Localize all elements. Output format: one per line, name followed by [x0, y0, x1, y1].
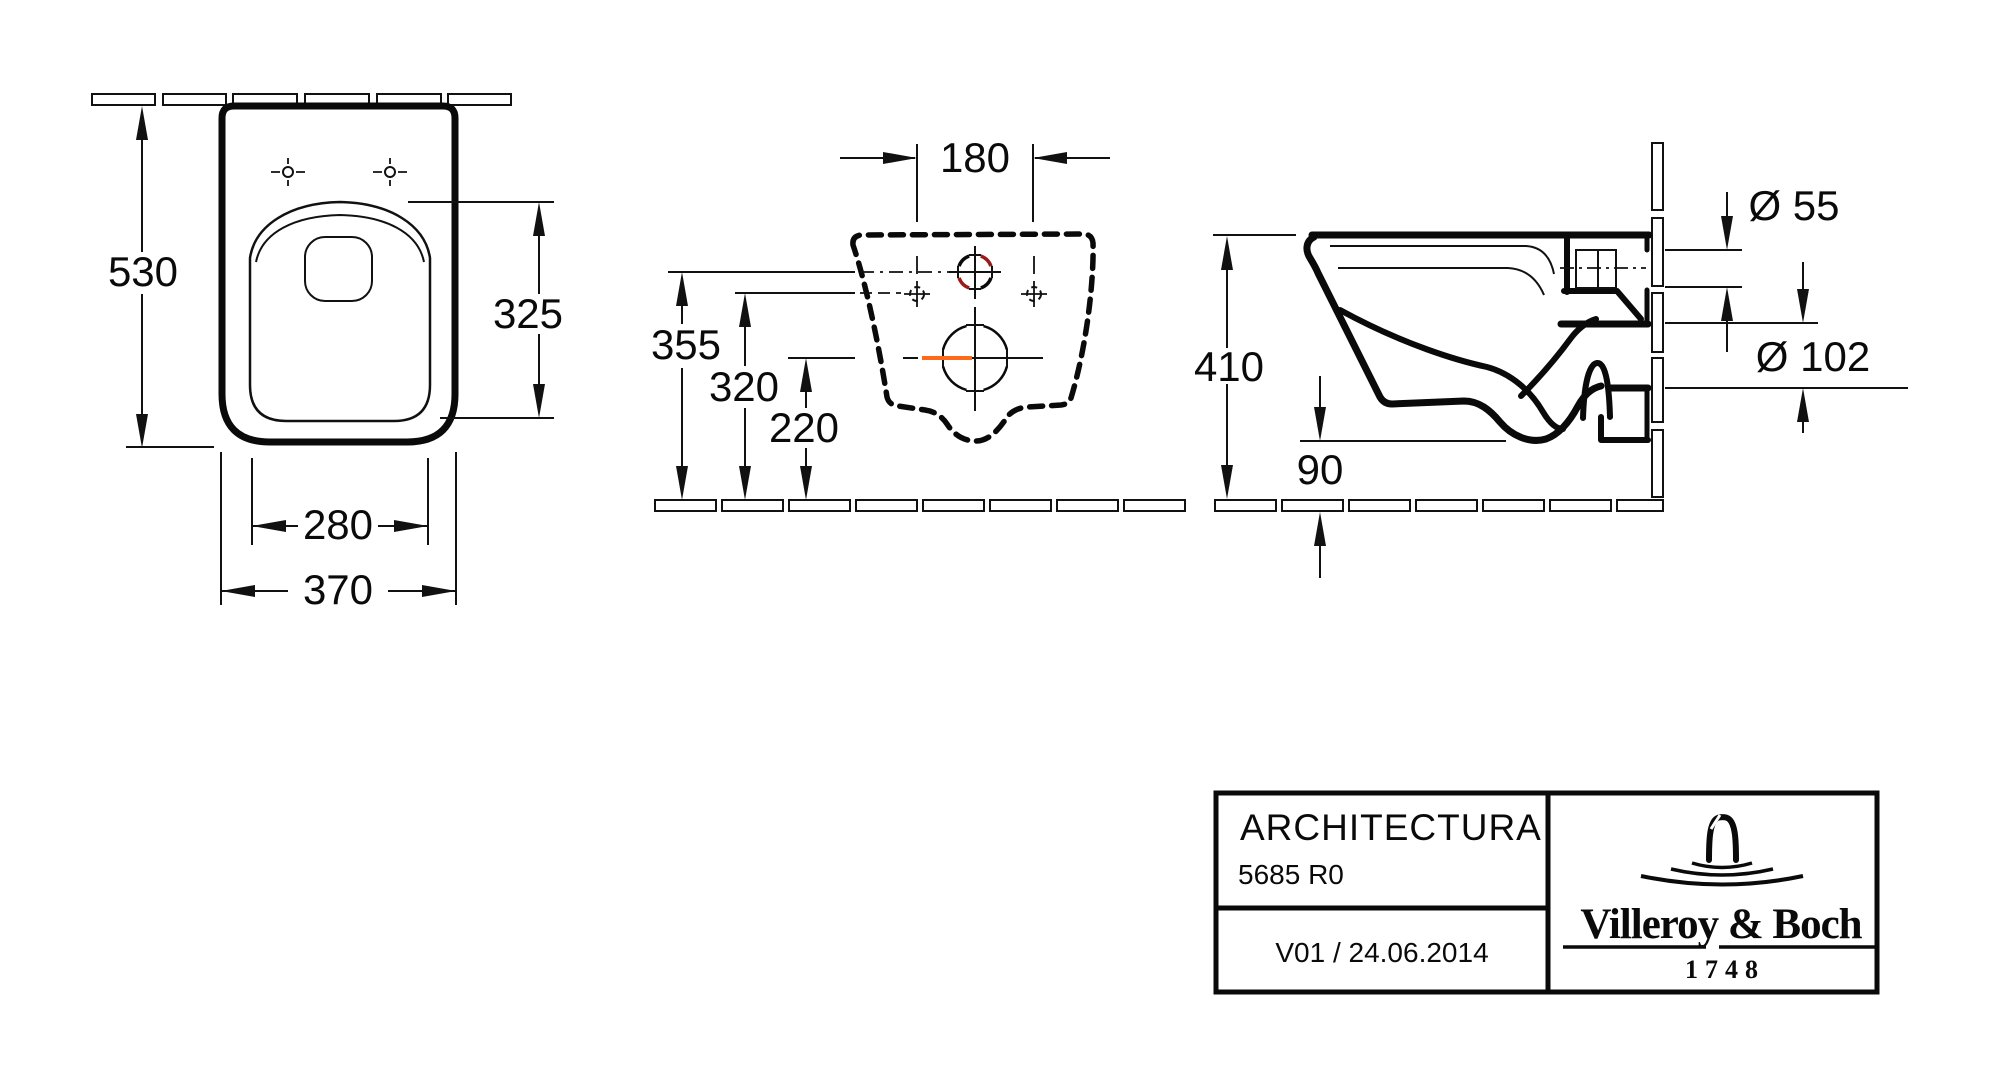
- dimension-410: 410: [1194, 234, 1296, 499]
- title-block: ARCHITECTURA 5685 R0 V01 / 24.06.2014 Vi…: [1213, 790, 1880, 995]
- dim-label-410: 410: [1194, 343, 1264, 390]
- floor-line-rear-view: [654, 499, 1186, 512]
- side-view: 410 90 Ø 55 Ø 102: [1194, 142, 1908, 578]
- dim-label-325: 325: [493, 290, 563, 337]
- series-name: ARCHITECTURA: [1240, 807, 1542, 848]
- mounting-hole-icon: [1021, 281, 1047, 307]
- dimension-530: 530: [108, 106, 214, 448]
- mounting-hole-icon: [904, 281, 930, 307]
- dim-label-320: 320: [709, 363, 779, 410]
- seat-inner-arc: [255, 213, 425, 263]
- inlet-opening: [1575, 249, 1617, 289]
- dim-label-280: 280: [303, 501, 373, 548]
- dimension-320: 320: [709, 292, 901, 500]
- wall-line-top-view: [91, 93, 512, 106]
- dim-label-drain-diameter: Ø 102: [1756, 333, 1870, 380]
- dim-label-180: 180: [940, 134, 1010, 181]
- dim-label-90: 90: [1297, 446, 1344, 493]
- dim-label-inlet-diameter: Ø 55: [1748, 182, 1839, 229]
- villeroy-boch-fountain-icon: [1640, 814, 1804, 887]
- dim-label-370: 370: [303, 566, 373, 613]
- dimension-370: 370: [220, 452, 457, 613]
- wall-line-side-view: [1651, 142, 1664, 498]
- mounting-hole-icon: [271, 158, 305, 186]
- rear-view: 180 355 320 220: [651, 134, 1186, 512]
- dimension-drain-diameter: Ø 102: [1665, 262, 1908, 433]
- top-view: 530 325 280: [91, 93, 563, 613]
- dim-label-530: 530: [108, 248, 178, 295]
- toilet-section: [1303, 231, 1653, 444]
- tank-hidden-outline: [850, 231, 1096, 444]
- brand-wordmark: Villeroy & Boch: [1580, 901, 1862, 948]
- dimension-90: 90: [1297, 376, 1506, 578]
- dimension-220: 220: [769, 357, 855, 500]
- dimension-inlet-diameter: Ø 55: [1665, 182, 1840, 352]
- brand-year: 1748: [1685, 955, 1765, 984]
- seat-outline: [248, 200, 432, 423]
- dimension-180: 180: [840, 134, 1110, 274]
- dimension-355: 355: [651, 271, 950, 500]
- water-inlet-circle: [949, 246, 1001, 299]
- dimension-280: 280: [251, 458, 429, 548]
- revision-date: V01 / 24.06.2014: [1275, 937, 1488, 968]
- drain-circle: [903, 307, 1043, 411]
- dim-label-355: 355: [651, 321, 721, 368]
- dimension-325: 325: [408, 201, 563, 419]
- flush-opening: [304, 236, 373, 302]
- mounting-hole-icon: [373, 158, 407, 186]
- model-number: 5685 R0: [1238, 859, 1344, 890]
- toilet-body-outline: [218, 102, 459, 446]
- floor-line-side-view: [1214, 499, 1664, 512]
- dim-label-220: 220: [769, 404, 839, 451]
